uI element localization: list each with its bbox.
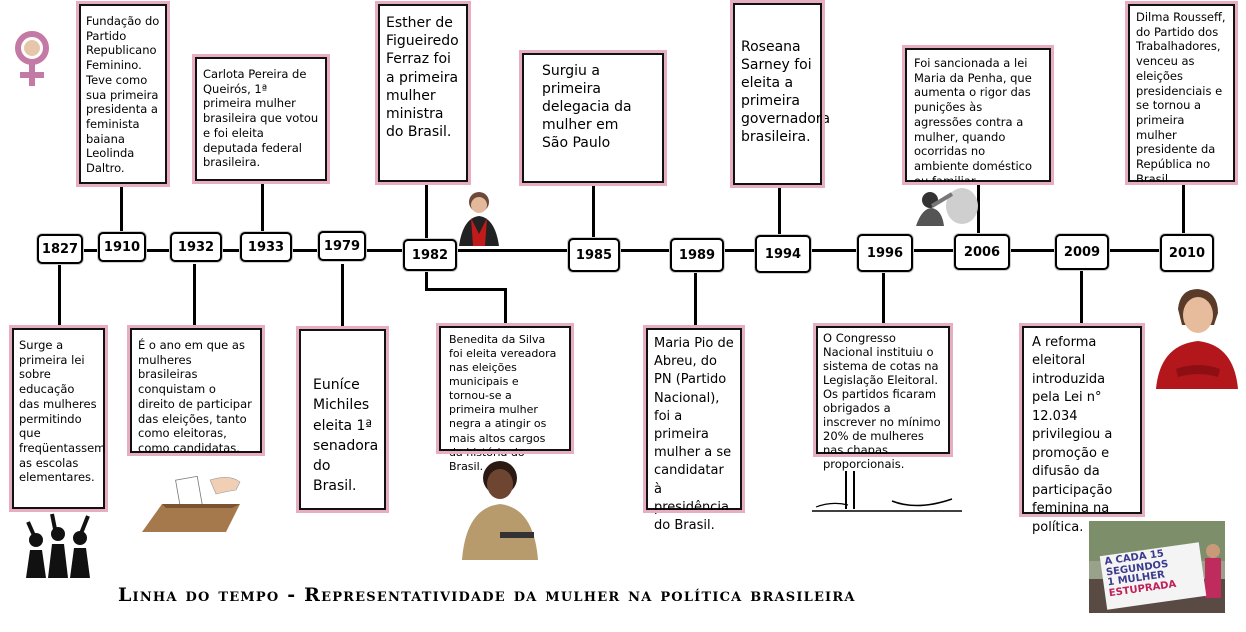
year-1910: 1910: [98, 232, 146, 262]
connector-1982a: [425, 182, 428, 238]
connector-1827: [58, 264, 61, 328]
page-title: Linha do tempo - Representatividade da m…: [118, 584, 856, 606]
protest-sign-photo: A CADA 15 SEGUNDOS 1 MULHER ESTUPRADA: [1089, 521, 1225, 613]
event-2009-card: A reforma eleitoral introduzida pela Lei…: [1019, 323, 1145, 535]
year-1979: 1979: [318, 231, 366, 261]
ballot-box-image: [140, 470, 244, 534]
year-1827: 1827: [37, 234, 83, 264]
timeline-axis: [40, 249, 1210, 252]
violence-victim-image: [910, 186, 980, 230]
event-1933-card: Carlota Pereira de Queirós, 1ª primeira …: [192, 54, 330, 184]
connector-1910: [120, 183, 123, 233]
event-1985-card: Surgiu a primeira delegacia da mulher em…: [519, 50, 667, 186]
connector-1982b-h: [425, 288, 507, 291]
event-1982a-card: Esther de Figueiredo Ferraz foi a primei…: [375, 1, 471, 185]
event-1910-card: Fundação do Partido Republicano Feminino…: [76, 1, 170, 187]
connector-1996: [882, 272, 885, 326]
year-1994: 1994: [755, 235, 811, 273]
year-1989: 1989: [670, 238, 724, 272]
year-1933: 1933: [240, 232, 292, 262]
year-1982: 1982: [403, 239, 457, 271]
year-1932: 1932: [170, 232, 222, 262]
connector-1982b-v1: [425, 270, 428, 290]
event-1994-card: Roseana Sarney foi eleita a primeira gov…: [730, 0, 830, 188]
event-1932-card: É o ano em que as mulheres brasileiras c…: [127, 325, 265, 456]
connector-1932: [193, 264, 196, 328]
event-1989-card: Maria Pio de Abreu, do PN (Partido Nacio…: [643, 325, 745, 533]
event-2010-card: Dilma Rousseff, do Partido dos Trabalhad…: [1125, 1, 1238, 186]
protest-crowd-image: [22, 510, 94, 578]
connector-1982b-v2: [504, 288, 507, 326]
connector-2010: [1182, 182, 1185, 234]
year-2006: 2006: [954, 234, 1010, 270]
dilma-portrait: [1156, 285, 1238, 389]
congress-building-sketch: [812, 465, 962, 519]
benedita-portrait: [456, 456, 544, 560]
year-2009: 2009: [1055, 234, 1109, 270]
event-1982b-card: Benedita da Silva foi eleita vereadora n…: [436, 323, 574, 473]
connector-1989: [694, 272, 697, 328]
minister-portrait: [455, 188, 503, 246]
connector-1985: [592, 183, 595, 238]
year-1985: 1985: [568, 238, 620, 272]
connector-2009: [1080, 270, 1083, 326]
year-1996: 1996: [857, 234, 913, 272]
connector-1933: [261, 180, 264, 233]
connector-1994: [778, 185, 781, 235]
event-2006-card: Foi sancionada a lei Maria da Penha, que…: [902, 45, 1054, 188]
connector-2006: [977, 182, 980, 235]
connector-1979: [341, 264, 344, 328]
year-2010: 2010: [1160, 234, 1214, 272]
event-1996-card: O Congresso Nacional instituiu o sistema…: [813, 323, 953, 471]
event-1979-card: Euníce Michiles eleita 1ª senadora do Br…: [296, 326, 389, 513]
event-1827-card: Surge a primeira lei sobre educação das …: [9, 325, 108, 512]
female-symbol-icon: [8, 26, 56, 92]
